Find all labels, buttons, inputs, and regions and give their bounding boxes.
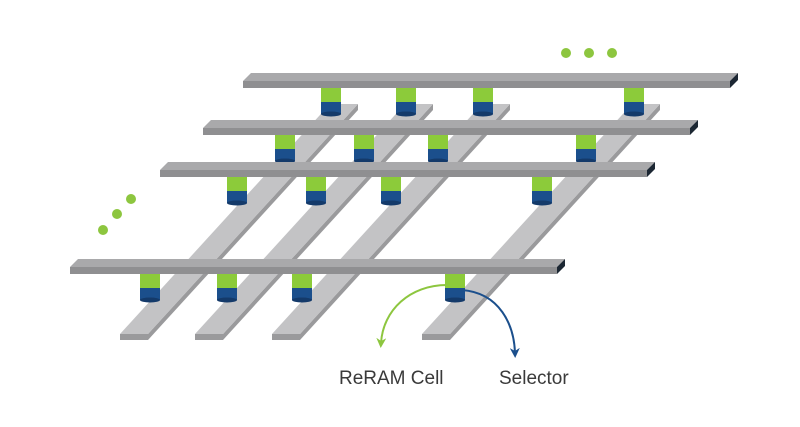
selector-base <box>306 200 326 206</box>
reram-cell <box>381 177 401 191</box>
selector-base <box>445 297 465 303</box>
selector-base <box>321 111 341 117</box>
reram-cell <box>473 88 493 102</box>
electrode-front <box>160 170 647 177</box>
rail-front-4 <box>422 334 450 340</box>
memory-cell-2-3 <box>428 135 448 164</box>
memory-cell-4-4 <box>445 274 465 303</box>
memory-cell-2-2 <box>354 135 374 164</box>
selector <box>321 102 341 114</box>
reram-cell <box>532 177 552 191</box>
selector <box>396 102 416 114</box>
selector-base <box>624 111 644 117</box>
selector-base <box>217 297 237 303</box>
reram-cell <box>217 274 237 288</box>
reram-cell <box>306 177 326 191</box>
selector-base <box>140 297 160 303</box>
selector-base <box>381 200 401 206</box>
reram-cell <box>445 274 465 288</box>
reram-cell <box>576 135 596 149</box>
rail-top-1 <box>120 104 358 334</box>
reram-cell <box>227 177 247 191</box>
selector <box>428 149 448 161</box>
selector-base <box>292 297 312 303</box>
electrode-top <box>243 73 738 81</box>
electrode-top <box>160 162 655 170</box>
selector-base <box>396 111 416 117</box>
memory-cell-1-1 <box>321 88 341 117</box>
rail-front-3 <box>272 334 300 340</box>
layer-4 <box>70 259 565 303</box>
selector-base <box>532 200 552 206</box>
memory-cell-2-1 <box>275 135 295 164</box>
crossbar-layers <box>70 73 738 303</box>
selector <box>275 149 295 161</box>
selector <box>381 191 401 203</box>
selector-base <box>473 111 493 117</box>
selector <box>473 102 493 114</box>
memory-cell-3-2 <box>306 177 326 206</box>
memory-cell-1-2 <box>396 88 416 117</box>
selector-arrow <box>461 289 520 358</box>
reram-cell <box>292 274 312 288</box>
electrode-end <box>647 162 655 177</box>
electrode-end <box>690 120 698 135</box>
electrode-top <box>203 120 698 128</box>
rail-front-2 <box>195 334 223 340</box>
memory-cell-1-3 <box>473 88 493 117</box>
memory-cell-3-3 <box>381 177 401 206</box>
selector <box>227 191 247 203</box>
selector <box>217 288 237 300</box>
layer-3 <box>160 162 655 206</box>
rail-front-1 <box>120 334 148 340</box>
electrode-front <box>70 267 557 274</box>
reram-cell <box>354 135 374 149</box>
layer-2 <box>203 120 698 164</box>
electrode-top <box>70 259 565 267</box>
memory-cell-4-3 <box>292 274 312 303</box>
reram-cell <box>428 135 448 149</box>
reram-cell <box>396 88 416 102</box>
selector <box>624 102 644 114</box>
selector <box>532 191 552 203</box>
rail-top-3 <box>272 104 510 334</box>
memory-cell-2-4 <box>576 135 596 164</box>
selector <box>354 149 374 161</box>
memory-cell-3-4 <box>532 177 552 206</box>
selector <box>292 288 312 300</box>
reram-cell <box>140 274 160 288</box>
selector-base <box>227 200 247 206</box>
ellipsis-dots-icon <box>561 48 617 58</box>
electrode-end <box>557 259 565 274</box>
electrode-front <box>243 81 730 88</box>
memory-cell-1-4 <box>624 88 644 117</box>
layer-1 <box>243 73 738 117</box>
reram-cell <box>624 88 644 102</box>
reram-cell-arrow <box>376 284 448 348</box>
electrode-end <box>730 73 738 88</box>
reram-cell-label: ReRAM Cell <box>339 368 444 389</box>
memory-cell-4-2 <box>217 274 237 303</box>
memory-cell-4-1 <box>140 274 160 303</box>
memory-cell-3-1 <box>227 177 247 206</box>
selector <box>306 191 326 203</box>
reram-cell <box>275 135 295 149</box>
selector <box>140 288 160 300</box>
selector <box>576 149 596 161</box>
ellipsis-dots-diagonal-icon <box>98 194 136 235</box>
selector <box>445 288 465 300</box>
rail-top-4 <box>422 104 660 334</box>
reram-cell <box>321 88 341 102</box>
electrode-front <box>203 128 690 135</box>
selector-label: Selector <box>499 368 569 389</box>
